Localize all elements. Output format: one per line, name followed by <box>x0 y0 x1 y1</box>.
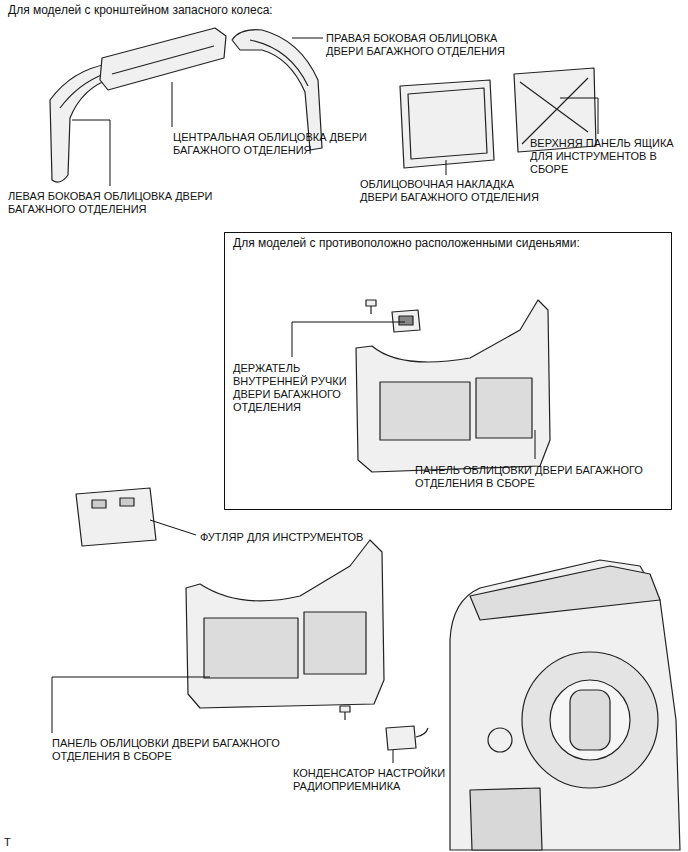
figure-code: T <box>4 836 24 849</box>
variant-frame: Для моделей с противоположно расположенн… <box>224 232 672 510</box>
part-label: ЦЕНТРАЛЬНАЯ ОБЛИЦОВКА ДВЕРИ БАГАЖНОГО ОТ… <box>173 131 373 157</box>
group-heading: Для моделей с противоположно расположенн… <box>233 237 663 250</box>
part-label: ПАНЕЛЬ ОБЛИЦОВКИ ДВЕРИ БАГАЖНОГО ОТДЕЛЕН… <box>415 464 655 490</box>
part-label: ДЕРЖАТЕЛЬ ВНУТРЕННЕЙ РУЧКИ ДВЕРИ БАГАЖНО… <box>233 362 351 414</box>
part-label: ЛЕВАЯ БОКОВАЯ ОБЛИЦОВКА ДВЕРИ БАГАЖНОГО … <box>8 190 223 216</box>
part-label: КОНДЕНСАТОР НАСТРОЙКИ РАДИОПРИЕМНИКА <box>293 767 473 793</box>
part-label: ОБЛИЦОВОЧНАЯ НАКЛАДКА ДВЕРИ БАГАЖНОГО ОТ… <box>360 178 550 204</box>
note-text: Для моделей с кронштейном запасного коле… <box>8 4 338 17</box>
part-label: ВЕРХНЯЯ ПАНЕЛЬ ЯЩИКА ДЛЯ ИНСТРУМЕНТОВ В … <box>530 137 680 176</box>
part-label: ПАНЕЛЬ ОБЛИЦОВКИ ДВЕРИ БАГАЖНОГО ОТДЕЛЕН… <box>52 737 292 763</box>
part-label: ПРАВАЯ БОКОВАЯ ОБЛИЦОВКА ДВЕРИ БАГАЖНОГО… <box>326 32 526 58</box>
part-label: ФУТЛЯР ДЛЯ ИНСТРУМЕНТОВ <box>200 531 400 544</box>
